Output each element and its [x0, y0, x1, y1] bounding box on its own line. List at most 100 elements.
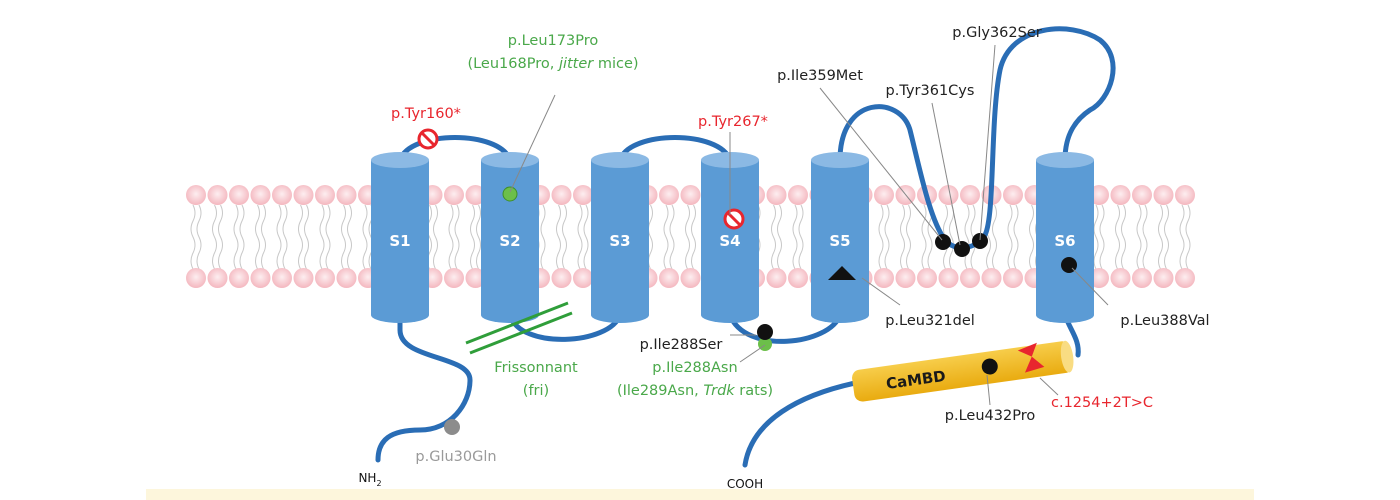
loop-s1-s2 [397, 135, 513, 163]
lipid-head [229, 185, 249, 205]
helix-body [811, 160, 869, 323]
lipid-tail [556, 204, 567, 270]
leu321del-triangle [828, 266, 856, 280]
gly362ser-marker [972, 233, 988, 249]
tyr160-nonsense-icon [417, 128, 439, 150]
leu432pro-marker [981, 358, 998, 375]
lipid-head [1132, 268, 1152, 288]
helix-s2: S2 [481, 152, 539, 323]
lipid-head [960, 185, 980, 205]
tyr267-nonsense-icon [723, 208, 745, 230]
frissonnant-marker [465, 301, 573, 355]
helix-label: S1 [389, 232, 410, 250]
lipid-head [272, 185, 292, 205]
helix-cap [811, 152, 869, 168]
helix-body [371, 160, 429, 323]
tyr267-label: p.Tyr267* [698, 114, 768, 130]
splice-site-marker-top [1017, 342, 1037, 357]
lipid-head [229, 268, 249, 288]
lipid-tail [792, 204, 804, 270]
lipid-tail [255, 204, 266, 270]
lipid-head [1175, 185, 1195, 205]
lipid-tail [685, 204, 696, 270]
mutation-labels: p.Tyr160* p.Leu173Pro (Leu168Pro, jitter… [391, 25, 1210, 465]
lipid-head [1003, 185, 1023, 205]
helix-cap [1036, 152, 1094, 168]
helix-s1: S1 [371, 152, 429, 323]
n-terminus-label: NH2 [358, 471, 381, 488]
loop-s3-s4 [617, 135, 733, 163]
helix-label: S6 [1054, 232, 1075, 250]
lipid-head [573, 185, 593, 205]
lipid-tail [1115, 204, 1126, 270]
lipid-head [680, 185, 701, 205]
glu30gln-label: p.Glu30Gln [415, 449, 496, 465]
lipid-tail [319, 204, 331, 270]
frissonnant-sublabel: (fri) [523, 383, 549, 399]
lipid-head [1110, 268, 1131, 288]
lipid-tail [341, 204, 352, 270]
lipid-head [981, 268, 1002, 288]
lipid-head [444, 268, 464, 288]
lipid-tail [663, 204, 675, 270]
tyr361cys-label: p.Tyr361Cys [886, 83, 975, 99]
lipid-head [272, 268, 292, 288]
lipid-head [293, 185, 314, 205]
leu173pro-label: p.Leu173Pro [508, 33, 599, 49]
lipid-head [659, 185, 679, 205]
lipid-head [551, 185, 572, 205]
lipid-tail [964, 204, 976, 270]
lipid-head [250, 185, 271, 205]
lipid-tail [1093, 204, 1105, 270]
lipid-head [1153, 185, 1174, 205]
pore-loop [837, 26, 1116, 251]
helix-cap [591, 152, 649, 168]
lipid-head [1175, 268, 1195, 288]
c-terminus-label: COOH [727, 477, 763, 491]
lipid-head [788, 268, 808, 288]
lipid-head [336, 268, 357, 288]
leu388val-label: p.Leu388Val [1120, 313, 1209, 329]
lipid-head [680, 268, 701, 288]
lipid-tail [276, 204, 288, 270]
lipid-head [1003, 268, 1023, 288]
lipid-head [1153, 268, 1174, 288]
lipid-head [1110, 185, 1131, 205]
helix-s6: S6 [1036, 152, 1094, 323]
splice-label: c.1254+2T>C [1051, 395, 1153, 411]
lipid-tail [298, 204, 309, 270]
leu173pro-sublabel: (Leu168Pro, jitter mice) [467, 56, 638, 72]
cambd-end-cap [1060, 340, 1074, 373]
loop-s2-s3 [507, 312, 623, 342]
frissonnant-label: Frissonnant [494, 360, 578, 376]
lipid-tail [448, 204, 460, 270]
lipid-head [788, 185, 808, 205]
c-terminal-tail [742, 380, 858, 468]
helix-label: S5 [829, 232, 850, 250]
lipid-head [1132, 185, 1152, 205]
leu321del-label: p.Leu321del [885, 313, 975, 329]
lipid-head [315, 268, 335, 288]
lipid-head [960, 268, 980, 288]
helix-body [481, 160, 539, 323]
lipid-tail [900, 204, 911, 270]
ile288ser-label: p.Ile288Ser [640, 337, 723, 353]
lipid-head [444, 185, 464, 205]
lipid-tail [1136, 204, 1148, 270]
splice-site-marker-bottom [1024, 356, 1045, 373]
lipid-head [250, 268, 271, 288]
lipid-head [766, 268, 787, 288]
lipid-head [917, 268, 937, 288]
caption-band [146, 489, 1254, 500]
ile288ser-marker [757, 324, 773, 340]
lipid-tail [577, 204, 589, 270]
protein-chain [375, 26, 1116, 468]
lipid-tail [1007, 204, 1019, 270]
lipid-head [315, 185, 335, 205]
helix-cap [481, 152, 539, 168]
ile288asn-sublabel: (Ile289Asn, Trdk rats) [617, 383, 773, 399]
helix-body [701, 160, 759, 323]
cambd-cylinder [852, 341, 1073, 402]
lipid-head [186, 268, 206, 288]
lipid-head [465, 268, 486, 288]
